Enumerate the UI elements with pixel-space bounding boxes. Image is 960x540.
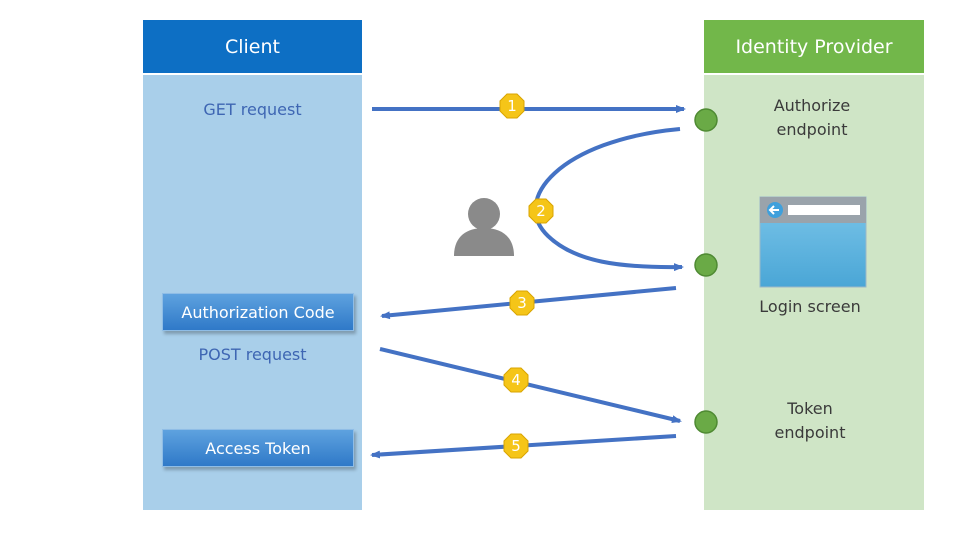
step-badge-3-label: 3 xyxy=(517,294,527,312)
user-icon xyxy=(454,198,514,256)
token-endpoint-label: Token endpoint xyxy=(774,399,846,442)
browser-window-icon xyxy=(759,196,867,288)
identity-provider-column: Identity Provider xyxy=(704,20,924,510)
identity-provider-header: Identity Provider xyxy=(704,20,924,75)
post-request-label: POST request xyxy=(198,345,307,364)
authorization-code-box: Authorization Code xyxy=(162,293,354,331)
step-badge-1-label: 1 xyxy=(507,97,517,115)
arrow-step-4 xyxy=(379,347,682,424)
token-endpoint-dot xyxy=(694,410,718,434)
access-token-box: Access Token xyxy=(162,429,354,467)
step-badge-3: 3 xyxy=(509,290,535,316)
step-badge-1: 1 xyxy=(499,93,525,119)
step-badge-4: 4 xyxy=(503,367,529,393)
step-badge-2: 2 xyxy=(528,198,554,224)
step-badge-2-label: 2 xyxy=(536,202,546,220)
client-header: Client xyxy=(143,20,362,75)
client-column: Client xyxy=(143,20,362,510)
step-badge-5: 5 xyxy=(503,433,529,459)
login-screen-label: Login screen xyxy=(759,297,861,316)
step-badge-4-label: 4 xyxy=(511,371,521,389)
get-request-label: GET request xyxy=(203,100,302,119)
authorize-endpoint-dot xyxy=(694,108,718,132)
arrow-step-2 xyxy=(533,127,684,272)
authorize-endpoint-label: Authorize endpoint xyxy=(773,96,851,139)
step-badge-5-label: 5 xyxy=(511,437,521,455)
login-screen-dot xyxy=(694,253,718,277)
back-arrow-icon xyxy=(767,202,783,218)
